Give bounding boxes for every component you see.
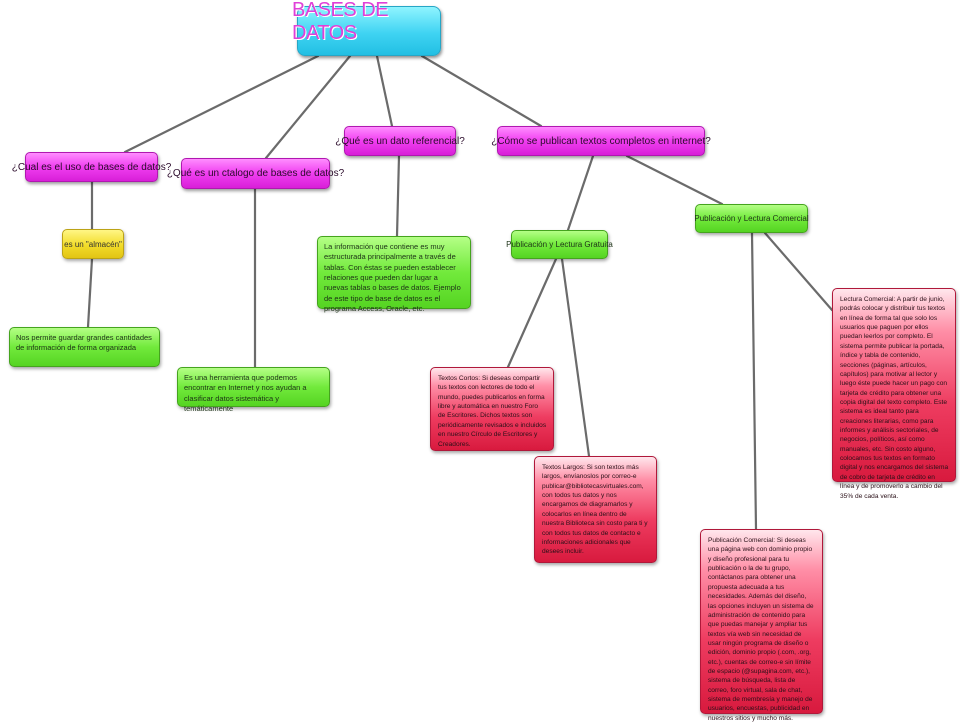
answer-referencial-detalle[interactable]: La información que contiene es muy estru…: [317, 236, 471, 313]
link-root-referencial: [375, 54, 394, 128]
answer-almacen[interactable]: es un "almacén": [62, 229, 124, 259]
question-referencial[interactable]: ¿Qué es un dato referencial?: [335, 126, 465, 156]
link-gratuita-cortos: [506, 257, 558, 369]
node-lectura-comercial[interactable]: Publicación y Lectura Comercial: [694, 204, 809, 233]
link-root-uso: [123, 54, 320, 154]
link-gratuita-largos: [560, 257, 591, 458]
answer-uso-detalle[interactable]: Nos permite guardar grandes cantidades d…: [9, 327, 160, 367]
node-lectura-gratuita-label: Publicación y Lectura Gratuita: [506, 239, 613, 249]
link-publican-gratuita: [566, 154, 595, 232]
question-catalogo-label: ¿Qué es un ctalogo de bases de datos?: [166, 168, 345, 179]
link-root-publican: [420, 54, 543, 128]
question-catalogo[interactable]: ¿Qué es un ctalogo de bases de datos?: [167, 158, 344, 189]
question-uso[interactable]: ¿Cual es el uso de bases de datos?: [12, 152, 171, 182]
detail-textos-cortos-text: Textos Cortos: Si deseas compartir tus t…: [438, 375, 547, 448]
link-referencial-detalle: [395, 154, 401, 238]
question-publican[interactable]: ¿Cómo se publican textos completos en in…: [491, 126, 711, 156]
detail-textos-largos[interactable]: Textos Largos: Si son textos más largos,…: [534, 456, 657, 563]
detail-lectura-comercial[interactable]: Lectura Comercial: A partir de junio, po…: [832, 288, 956, 500]
link-almacen-detalle: [86, 257, 94, 329]
link-comercial-publicacion: [750, 231, 758, 531]
answer-catalogo-detalle-text: Es una herramienta que podemos encontrar…: [184, 373, 307, 414]
node-lectura-gratuita[interactable]: Publicación y Lectura Gratuita: [506, 230, 613, 259]
root-title: BASES DE DATOS: [292, 0, 389, 44]
detail-publicacion-comercial-text: Publicación Comercial: Si deseas una pág…: [708, 537, 814, 722]
link-publican-comercial: [625, 154, 724, 206]
node-lectura-comercial-label: Publicación y Lectura Comercial: [694, 213, 809, 223]
link-root-catalogo: [264, 54, 352, 160]
detail-lectura-comercial-text: Lectura Comercial: A partir de junio, po…: [840, 296, 949, 500]
question-publican-label: ¿Cómo se publican textos completos en in…: [491, 135, 711, 147]
answer-almacen-label: es un "almacén": [64, 239, 122, 249]
root-topic[interactable]: BASES DE DATOS: [292, 0, 441, 56]
answer-referencial-detalle-text: La información que contiene es muy estru…: [324, 242, 461, 314]
answer-uso-detalle-text: Nos permite guardar grandes cantidades d…: [16, 333, 152, 353]
answer-catalogo-detalle[interactable]: Es una herramienta que podemos encontrar…: [177, 367, 330, 413]
detail-textos-cortos[interactable]: Textos Cortos: Si deseas compartir tus t…: [430, 367, 554, 451]
question-referencial-label: ¿Qué es un dato referencial?: [335, 135, 465, 147]
question-uso-label: ¿Cual es el uso de bases de datos?: [11, 161, 172, 173]
detail-publicacion-comercial[interactable]: Publicación Comercial: Si deseas una pág…: [700, 529, 823, 722]
detail-textos-largos-text: Textos Largos: Si son textos más largos,…: [542, 464, 648, 556]
link-comercial-lectura: [763, 231, 834, 312]
